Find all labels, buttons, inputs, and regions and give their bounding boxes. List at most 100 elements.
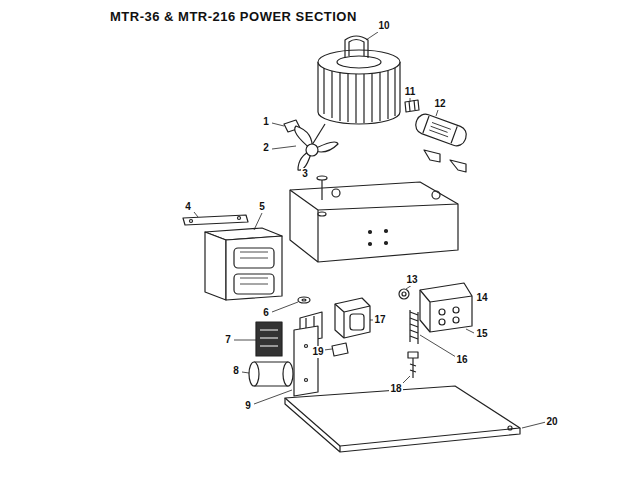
clip (405, 100, 419, 112)
callout-number: 18 (389, 383, 402, 395)
leader-line (466, 329, 474, 333)
mounting-plate (385, 242, 388, 245)
relay (335, 298, 370, 338)
fan-blade (306, 144, 318, 156)
callout-number: 8 (232, 365, 240, 377)
leader-line (234, 340, 256, 341)
screw (321, 180, 322, 200)
leader-line (420, 335, 456, 357)
leader-line (272, 302, 298, 312)
washer (302, 299, 306, 301)
motor (324, 68, 395, 123)
callout-number: 2 (262, 142, 270, 154)
washer (298, 297, 310, 303)
strap (183, 215, 248, 225)
transformer (226, 236, 282, 300)
mounting-plate (369, 243, 372, 246)
strap (183, 215, 248, 225)
diagram-title: MTR-36 & MTR-216 POWER SECTION (110, 10, 357, 23)
leader-line (194, 212, 198, 217)
leader-line (254, 213, 262, 230)
clip (332, 343, 348, 356)
bracket (294, 326, 318, 396)
capacitor-bracket (424, 150, 440, 162)
mounting-plate (432, 191, 440, 199)
transformer (205, 232, 226, 300)
washer (298, 297, 310, 303)
relay (335, 304, 370, 338)
spring (410, 310, 418, 344)
base-plate (285, 398, 520, 452)
transformer (240, 252, 268, 284)
relay (350, 314, 364, 330)
spring (410, 310, 418, 344)
fan-blade (312, 124, 325, 145)
leader-line (436, 110, 438, 116)
terminal-block (453, 317, 459, 323)
bolt (408, 352, 418, 358)
fan-blade (295, 124, 338, 170)
transformer (205, 228, 282, 300)
motor (318, 36, 400, 124)
callout-number: 17 (373, 314, 386, 326)
spring (410, 312, 418, 339)
callout-number: 9 (244, 400, 252, 412)
motor (337, 56, 381, 68)
callout-number: 10 (377, 20, 390, 32)
screw (318, 212, 326, 216)
leader-line (242, 372, 249, 373)
callout-number: 7 (224, 334, 232, 346)
rectifier (256, 322, 282, 356)
callout-number: 12 (433, 98, 446, 110)
rectifier (260, 330, 278, 346)
run-capacitor (429, 122, 451, 136)
callout-number: 4 (184, 201, 192, 213)
terminal-block (420, 283, 472, 332)
callout-number: 6 (262, 307, 270, 319)
terminal-block (439, 319, 445, 325)
terminal-block (439, 309, 445, 315)
run-capacitor (413, 112, 469, 149)
leader-line (324, 349, 332, 350)
start-capacitor (283, 362, 293, 386)
capacitor-bracket (424, 150, 466, 172)
leader-line (366, 32, 378, 40)
callout-number: 14 (475, 292, 488, 304)
start-capacitor (249, 362, 259, 386)
bolt (412, 358, 413, 378)
callout-number: 1 (262, 116, 270, 128)
leader-line (254, 390, 292, 404)
terminal-block (420, 283, 472, 332)
mounting-plate (332, 189, 340, 197)
leader-line (194, 32, 546, 428)
base-plate (508, 426, 512, 430)
bracket (294, 326, 318, 396)
start-capacitor (249, 362, 293, 386)
run-capacitor (413, 112, 469, 149)
screw (317, 176, 327, 180)
callout-number: 5 (258, 201, 266, 213)
capacitor-bracket (450, 160, 466, 172)
bolt (408, 352, 418, 378)
grommet (402, 292, 406, 296)
callout-number: 13 (405, 274, 418, 286)
leader-line (410, 98, 411, 102)
callout-number: 19 (311, 346, 324, 358)
bolt (410, 364, 416, 372)
leader-line (522, 422, 546, 428)
mounting-plate (290, 182, 458, 262)
rectifier (256, 322, 282, 356)
callout-number: 11 (404, 86, 417, 98)
leader-line (402, 376, 410, 384)
relay (335, 298, 370, 338)
callout-number: 3 (301, 168, 309, 180)
leader-line (272, 123, 284, 126)
screw (317, 176, 327, 216)
strap (238, 217, 241, 220)
mounting-plate (369, 231, 372, 234)
callout-number: 15 (475, 328, 488, 340)
motor (345, 36, 368, 58)
strap (190, 220, 193, 223)
